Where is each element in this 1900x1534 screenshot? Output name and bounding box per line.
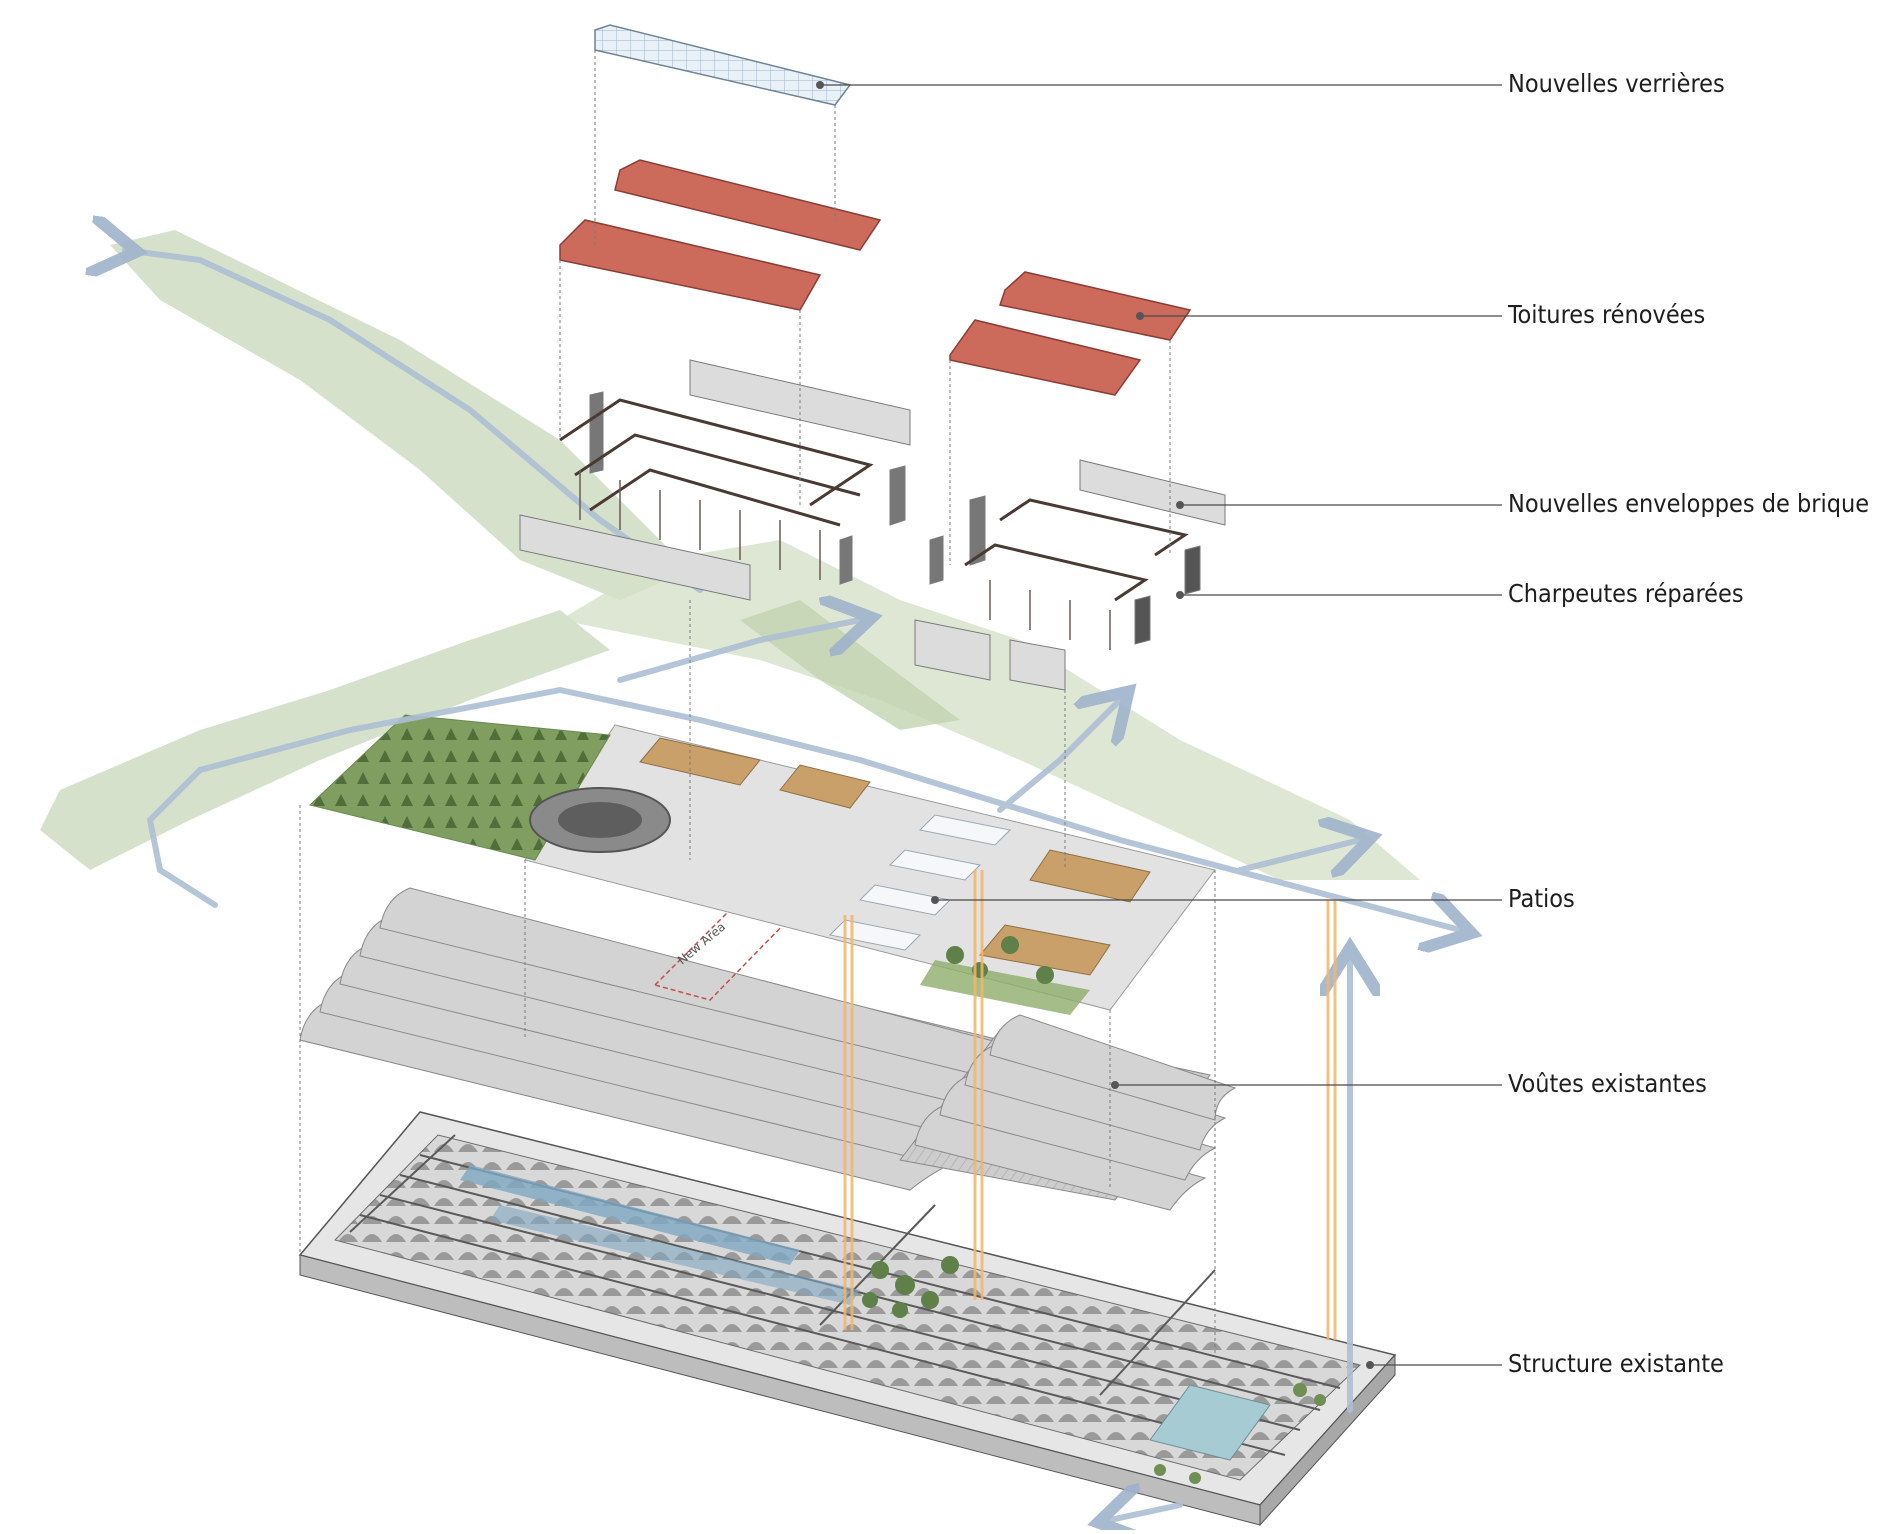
- projection-lines: [299, 50, 1216, 1355]
- label-charpeutes-reparees: Charpeutes réparées: [1508, 579, 1744, 608]
- label-structure-existante: Structure existante: [1508, 1349, 1724, 1378]
- new-glass-roof: [594, 24, 852, 106]
- truss-posts: [579, 470, 1111, 650]
- label-nouvelles-enveloppes-de-brique: Nouvelles enveloppes de brique: [1508, 489, 1870, 518]
- circulation-arrows: [125, 250, 1460, 1520]
- label-toitures-renovees: Toitures rénovées: [1508, 300, 1706, 329]
- label-nouvelles-verrieres: Nouvelles verrières: [1508, 69, 1725, 98]
- patios-level: [308, 714, 1216, 1015]
- renovated-roofs: [559, 159, 1192, 396]
- new-area-label: New Area: [675, 920, 728, 968]
- label-patios: Patios: [1508, 884, 1575, 913]
- landscape-greenery: [40, 230, 1420, 880]
- existing-vaults: New Area: [299, 887, 1237, 1211]
- leader-lines: [820, 84, 1502, 1366]
- label-voutes-existantes: Voûtes existantes: [1508, 1069, 1707, 1098]
- light-shafts: [843, 870, 1337, 1340]
- leader-dots: [816, 81, 1374, 1369]
- existing-structure: [298, 1111, 1397, 1527]
